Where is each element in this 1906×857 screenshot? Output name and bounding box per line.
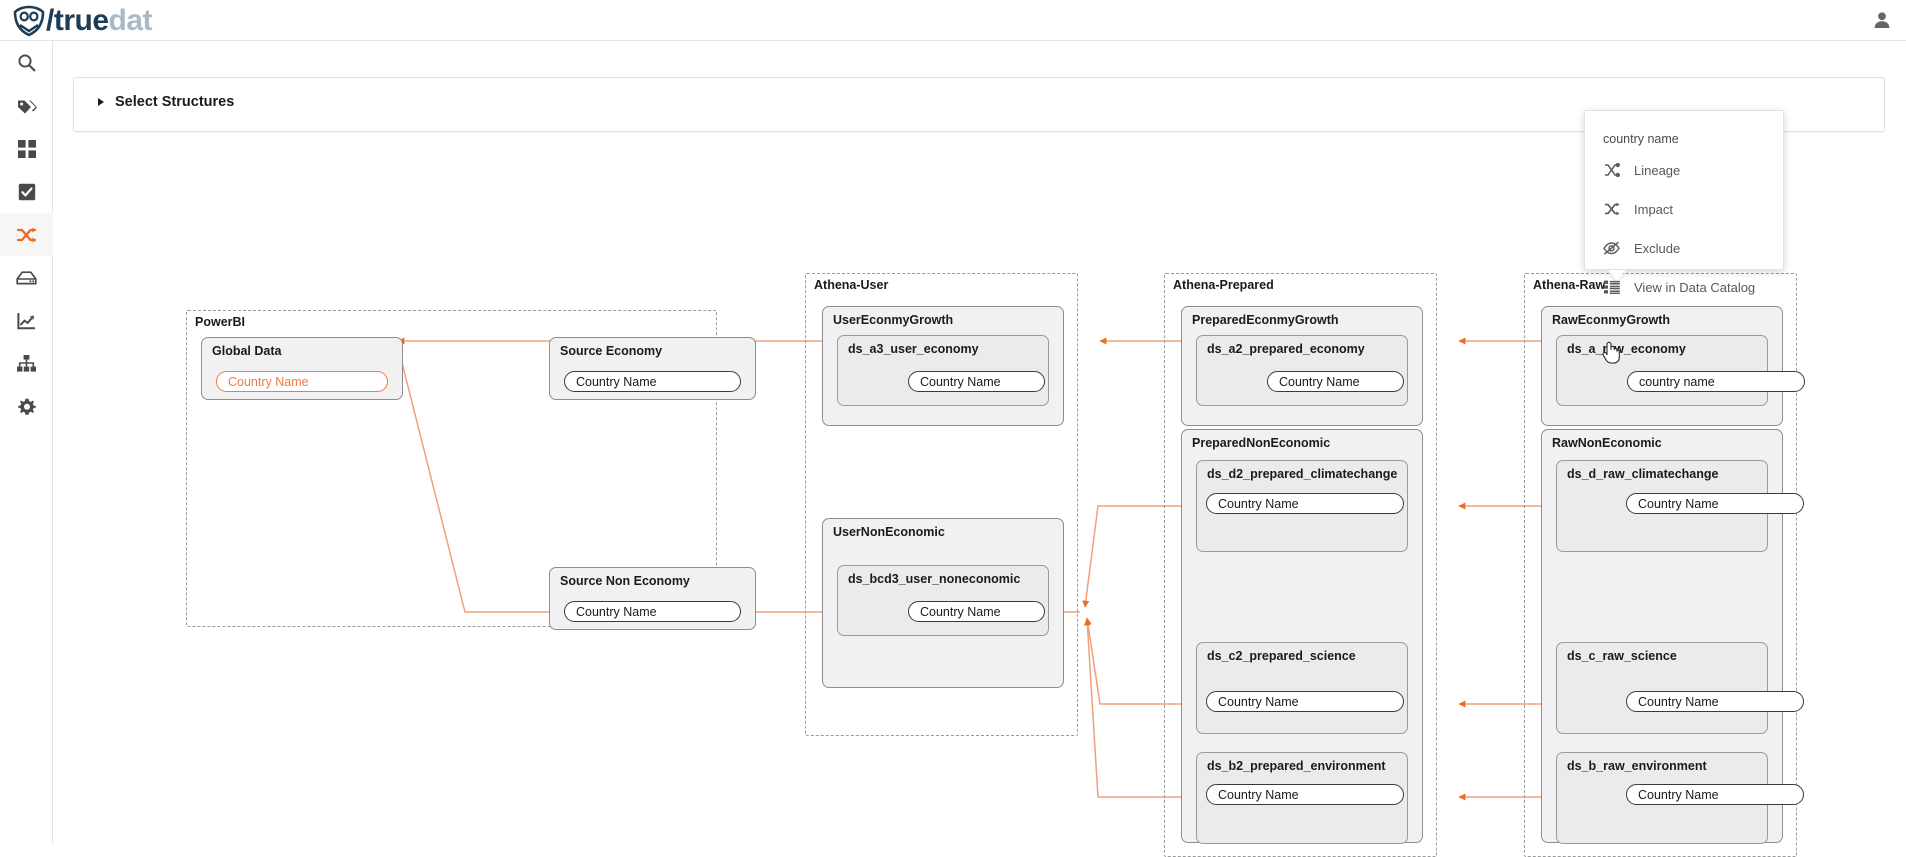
dataset-title-ds-c2-prepared-science: ds_c2_prepared_science — [1207, 649, 1356, 663]
user-avatar-icon[interactable] — [1872, 10, 1892, 30]
node-title-prepared-economy-growth: PreparedEconmyGrowth — [1192, 313, 1339, 327]
field-global-data-country-name[interactable]: Country Name — [216, 371, 388, 392]
context-menu-item-impact[interactable]: Impact — [1585, 190, 1785, 228]
group-title-athena-prepared: Athena-Prepared — [1173, 278, 1274, 292]
field-ds-c-raw-science-country-name[interactable]: Country Name — [1626, 691, 1804, 712]
grid-icon — [17, 139, 36, 158]
impact-shuffle-icon — [1603, 201, 1620, 218]
context-menu-label-view-in-data-catalog: View in Data Catalog — [1634, 279, 1756, 295]
context-menu-pointer-tail — [1608, 270, 1626, 281]
field-source-economy-country-name[interactable]: Country Name — [564, 371, 741, 392]
field-context-menu[interactable]: country name Lineage Impact — [1584, 110, 1785, 295]
group-title-powerbi: PowerBI — [195, 315, 246, 329]
context-menu-label-lineage: Lineage — [1634, 162, 1681, 178]
node-title-user-economy-growth: UserEconmyGrowth — [833, 313, 954, 327]
group-title-athena-raw: Athena-Raw — [1533, 278, 1606, 292]
dataset-ds-c2-prepared-science[interactable]: ds_c2_prepared_science — [1196, 642, 1408, 734]
node-title-global-data: Global Data — [212, 344, 282, 358]
select-structures-label: Select Structures — [115, 94, 235, 110]
sidebar-item-quality[interactable] — [0, 170, 53, 213]
check-square-icon — [18, 183, 36, 201]
node-title-raw-non-economic: RawNonEconomic — [1552, 436, 1662, 450]
sidebar-item-data-sources[interactable] — [0, 256, 53, 299]
dataset-ds-a2-prepared-economy[interactable]: ds_a2_prepared_economy — [1196, 335, 1408, 406]
dataset-title-ds-b2-prepared-environment: ds_b2_prepared_environment — [1207, 759, 1386, 773]
dataset-title-ds-a3-user-economy: ds_a3_user_economy — [848, 342, 979, 356]
sidebar-item-lineage[interactable] — [0, 213, 53, 256]
sidebar-item-search[interactable] — [0, 41, 53, 84]
database-icon — [16, 270, 37, 286]
group-powerbi[interactable]: PowerBI — [186, 310, 717, 627]
gear-icon — [17, 398, 36, 416]
list-icon — [1603, 279, 1620, 296]
sidebar-item-tags[interactable] — [0, 84, 53, 127]
field-ds-a3-user-economy-country-name[interactable]: Country Name — [908, 371, 1045, 392]
shuffle-icon — [16, 226, 37, 244]
field-ds-b-raw-environment-country-name[interactable]: Country Name — [1626, 784, 1804, 805]
tag-icon — [17, 96, 37, 115]
top-bar: /truedat — [0, 0, 1906, 41]
field-ds-b2-prepared-environment-country-name[interactable]: Country Name — [1206, 784, 1404, 805]
sitemap-icon — [17, 355, 36, 372]
owl-shield-icon — [12, 5, 46, 37]
dataset-title-ds-d-raw-climatechange: ds_d_raw_climatechange — [1567, 467, 1719, 481]
context-menu-item-exclude[interactable]: Exclude — [1585, 229, 1785, 267]
dataset-ds-a3-user-economy[interactable]: ds_a3_user_economy — [837, 335, 1049, 406]
brand-wordmark: /truedat — [46, 4, 153, 37]
sidebar-item-hierarchy[interactable] — [0, 342, 53, 385]
field-ds-bcd3-user-noneconomic-country-name[interactable]: Country Name — [908, 601, 1045, 622]
field-ds-d2-prepared-climatechange-country-name[interactable]: Country Name — [1206, 493, 1404, 514]
field-source-non-economy-country-name[interactable]: Country Name — [564, 601, 741, 622]
chart-line-icon — [17, 312, 36, 330]
context-menu-item-lineage[interactable]: Lineage — [1585, 151, 1785, 189]
sidebar-item-settings[interactable] — [0, 385, 53, 428]
search-icon — [17, 53, 36, 72]
node-title-source-economy: Source Economy — [560, 344, 663, 358]
node-title-prepared-non-economic: PreparedNonEconomic — [1192, 436, 1331, 450]
truedat-logo[interactable]: /truedat — [12, 2, 153, 40]
group-athena-user[interactable]: Athena-User — [805, 273, 1078, 736]
dataset-title-ds-a-raw-economy: ds_a_raw_economy — [1567, 342, 1686, 356]
group-title-athena-user: Athena-User — [814, 278, 889, 292]
dataset-ds-c-raw-science[interactable]: ds_c_raw_science — [1556, 642, 1768, 734]
field-ds-c2-prepared-science-country-name[interactable]: Country Name — [1206, 691, 1404, 712]
dataset-title-ds-b-raw-environment: ds_b_raw_environment — [1567, 759, 1707, 773]
dataset-title-ds-d2-prepared-climatechange: ds_d2_prepared_climatechange — [1207, 467, 1398, 481]
context-menu-item-view-in-data-catalog[interactable]: View in Data Catalog — [1585, 268, 1785, 306]
sidebar-item-dashboard[interactable] — [0, 127, 53, 170]
left-nav-rail — [0, 41, 53, 844]
dataset-title-ds-bcd3-user-noneconomic: ds_bcd3_user_noneconomic — [848, 572, 1021, 586]
lineage-icon — [1603, 162, 1620, 179]
node-title-source-non-economy: Source Non Economy — [560, 574, 690, 588]
dataset-title-ds-c-raw-science: ds_c_raw_science — [1567, 649, 1677, 663]
dataset-title-ds-a2-prepared-economy: ds_a2_prepared_economy — [1207, 342, 1365, 356]
select-structures-panel: Select Structures — [73, 77, 1885, 132]
dataset-ds-bcd3-user-noneconomic[interactable]: ds_bcd3_user_noneconomic — [837, 565, 1049, 636]
node-title-raw-economy-growth: RawEconmyGrowth — [1552, 313, 1671, 327]
caret-right-icon — [98, 98, 104, 106]
eye-off-icon — [1603, 240, 1620, 257]
field-ds-a2-prepared-economy-country-name[interactable]: Country Name — [1267, 371, 1404, 392]
dataset-ds-a-raw-economy[interactable]: ds_a_raw_economy — [1556, 335, 1768, 406]
node-title-user-non-economic: UserNonEconomic — [833, 525, 945, 539]
context-menu-label-impact: Impact — [1634, 201, 1674, 217]
context-menu-header: country name — [1603, 132, 1679, 146]
brand-dat: dat — [108, 4, 153, 37]
select-structures-toggle[interactable]: Select Structures — [98, 94, 234, 110]
brand-slash: / — [46, 4, 54, 37]
field-ds-d-raw-climatechange-country-name[interactable]: Country Name — [1626, 493, 1804, 514]
field-ds-a-raw-economy-country-name[interactable]: country name — [1627, 371, 1805, 392]
lineage-graph[interactable]: PowerBI Global Data Country Name Source … — [53, 41, 1906, 857]
brand-true: true — [53, 4, 109, 37]
context-menu-label-exclude: Exclude — [1634, 240, 1681, 256]
sidebar-item-metrics[interactable] — [0, 299, 53, 342]
